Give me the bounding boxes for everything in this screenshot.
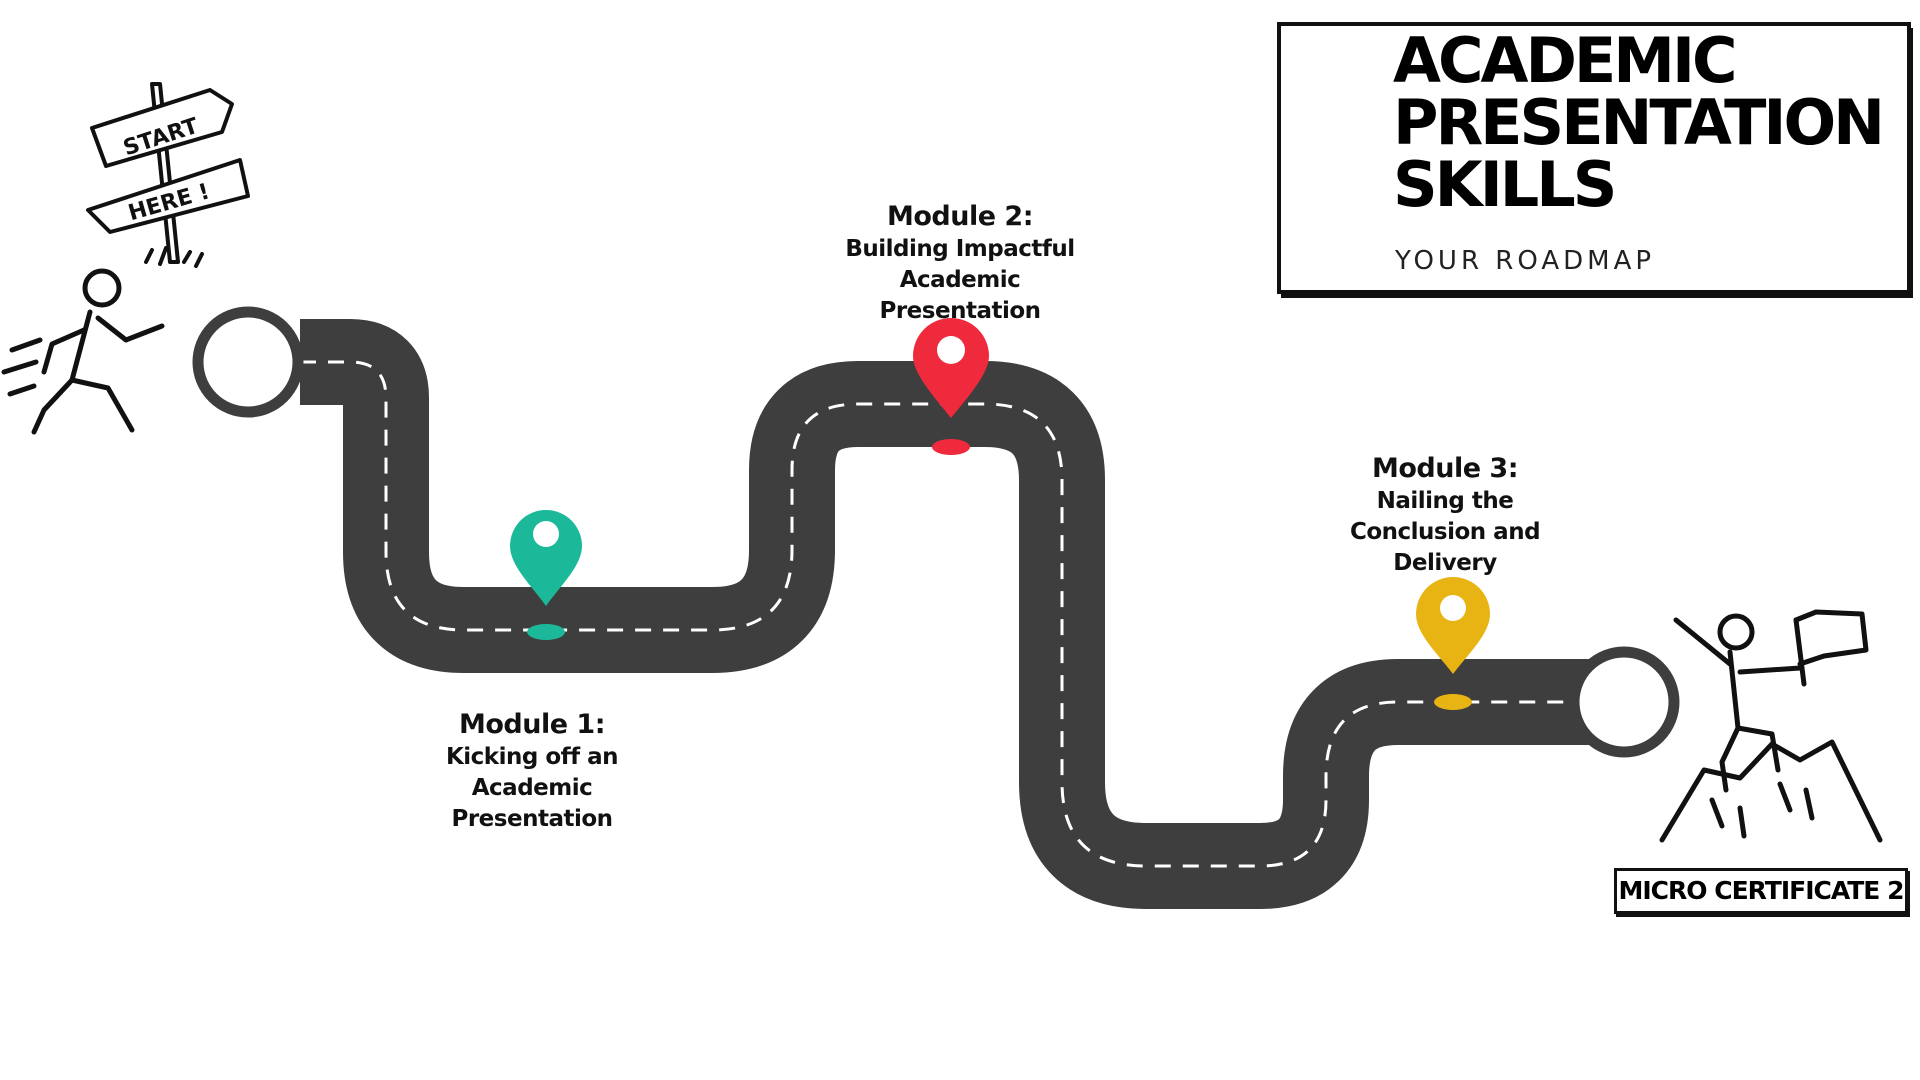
climber-head — [1717, 613, 1755, 651]
subtitle: YOUR ROADMAP — [1395, 246, 1656, 276]
map-pin-icon — [913, 318, 989, 418]
summit-flag-person-icon — [1659, 609, 1883, 843]
title-line-3: SKILLS — [1393, 148, 1617, 221]
module-2-pin — [913, 318, 989, 455]
title-box: ACADEMIC PRESENTATION SKILLS YOUR ROADMA… — [1277, 22, 1911, 294]
climber-arms — [1673, 617, 1803, 675]
module-3-label: Module 3: Nailing the Conclusion and Del… — [1300, 452, 1590, 579]
title-line-1: ACADEMIC — [1393, 24, 1738, 97]
pin-hole — [937, 336, 965, 364]
module-1-line-2: Academic Presentation — [451, 775, 613, 832]
module-2-label: Module 2: Building Impactful Academic Pr… — [820, 200, 1100, 327]
climber-body — [1727, 649, 1781, 773]
runner-body — [69, 309, 135, 433]
module-3-line-2: Conclusion and Delivery — [1349, 519, 1541, 576]
certificate-badge: MICRO CERTIFICATE 2 — [1614, 868, 1908, 914]
pin-shadow — [1434, 694, 1472, 710]
title-line-2: PRESENTATION — [1393, 86, 1885, 159]
road-start-circle — [192, 306, 304, 418]
mountain-cracks — [1709, 781, 1815, 839]
module-1-label: Module 1: Kicking off an Academic Presen… — [392, 708, 672, 835]
module-2-line-1: Building Impactful — [845, 236, 1075, 262]
pin-hole — [1440, 595, 1466, 621]
start-here-signpost-icon: START HERE ! — [86, 82, 250, 268]
signpost-top-board — [90, 88, 234, 168]
road-end-circle — [1568, 646, 1680, 758]
road-center-line — [300, 360, 1620, 868]
flag-pole — [1793, 617, 1807, 687]
runner-arms — [41, 315, 165, 375]
runner-speed-lines — [1, 337, 43, 397]
road — [192, 306, 1680, 909]
running-person-icon — [1, 268, 165, 435]
signpost-bottom-board — [86, 158, 250, 234]
runner-head — [82, 268, 122, 308]
runner-back-leg — [31, 377, 75, 435]
flag-icon — [1793, 609, 1869, 667]
map-pin-icon — [509, 509, 582, 606]
module-2-title: Module 2: — [886, 201, 1034, 232]
signpost-grass — [144, 246, 204, 268]
module-1-pin — [509, 509, 582, 640]
module-3-pin — [1416, 577, 1490, 710]
module-1-line-1: Kicking off an — [445, 744, 619, 770]
pin-shadow — [932, 439, 970, 455]
module-3-line-1: Nailing the — [1376, 488, 1514, 514]
climber-legs — [1719, 725, 1741, 793]
module-3-title: Module 3: — [1371, 453, 1519, 484]
pin-shadow — [527, 624, 565, 640]
map-pin-icon — [1416, 577, 1490, 674]
pin-hole — [533, 521, 559, 547]
mountain — [1659, 739, 1883, 843]
module-1-title: Module 1: — [458, 709, 606, 740]
module-2-line-2: Academic Presentation — [879, 267, 1041, 324]
